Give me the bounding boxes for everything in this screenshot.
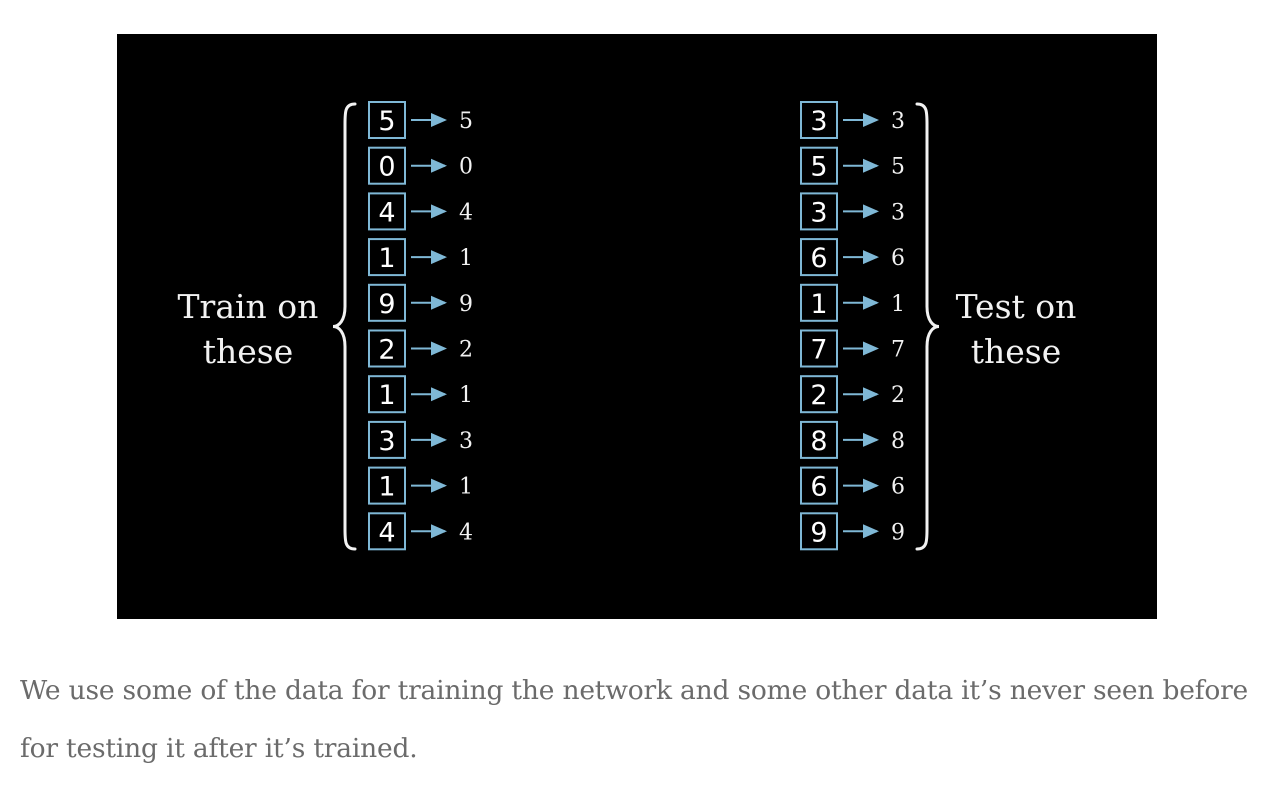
train-brace [332, 102, 357, 551]
train-image-digit: 1 [378, 380, 395, 411]
test-image-box [800, 375, 838, 414]
train-label: 9 [459, 292, 473, 317]
train-image-digit: 1 [378, 243, 395, 274]
train-image-box [368, 466, 406, 505]
test-image-box [800, 512, 838, 551]
train-label: 1 [459, 383, 473, 408]
train-label: 4 [459, 200, 473, 225]
train-label: 0 [459, 155, 473, 180]
train-label: 1 [459, 246, 473, 271]
test-image-digit: 6 [810, 243, 827, 274]
test-label: 6 [891, 246, 905, 271]
train-image-box [368, 146, 406, 185]
test-image-box [800, 238, 838, 277]
train-image-box [368, 420, 406, 459]
train-label: 3 [459, 429, 473, 454]
test-image-digit: 6 [810, 472, 827, 503]
train-image-digit: 3 [378, 426, 395, 457]
train-label-line-1: Train on [177, 287, 319, 326]
test-image-box [800, 466, 838, 505]
train-image-digit: 2 [378, 335, 395, 366]
test-image-digit: 3 [810, 106, 827, 137]
train-image-box [368, 512, 406, 551]
test-image-digit: 8 [810, 426, 827, 457]
test-label: 5 [891, 155, 905, 180]
train-image-digit: 4 [378, 197, 395, 228]
train-label: Train on these [163, 284, 333, 374]
test-label: 3 [891, 109, 905, 134]
train-label: 4 [459, 520, 473, 545]
train-label: 5 [459, 109, 473, 134]
train-image-box [368, 101, 406, 139]
test-image-digit: 3 [810, 197, 827, 228]
test-image-digit: 7 [810, 335, 827, 366]
test-label: 7 [891, 338, 905, 363]
test-image-box [800, 283, 838, 322]
figure-caption: We use some of the data for training the… [20, 675, 1249, 764]
test-label-line-2: these [970, 332, 1062, 371]
test-image-box [800, 192, 838, 231]
test-label: 1 [891, 292, 905, 317]
train-label-line-2: these [202, 332, 294, 371]
train-image-digit: 9 [378, 289, 395, 320]
train-image-box [368, 238, 406, 277]
train-image-box [368, 283, 406, 322]
test-label-line-1: Test on [955, 287, 1077, 326]
test-brace [915, 102, 940, 551]
train-test-diagram: 5 5 0 0 4 4 1 1 9 9 2 2 1 1 3 3 1 1 4 4 3 3 5 5 3 3 6 6 1 1 7 7 2 2 8 8 6 6 9 9… [117, 34, 1157, 619]
train-image-box [368, 192, 406, 231]
train-label: 2 [459, 338, 473, 363]
test-label: 2 [891, 383, 905, 408]
test-image-box [800, 146, 838, 185]
test-image-digit: 9 [810, 517, 827, 548]
train-image-digit: 5 [378, 106, 395, 137]
test-image-digit: 2 [810, 380, 827, 411]
test-label: 8 [891, 429, 905, 454]
train-image-digit: 0 [378, 152, 395, 183]
train-label: 1 [459, 475, 473, 500]
test-image-digit: 5 [810, 152, 827, 183]
train-image-digit: 1 [378, 472, 395, 503]
test-image-digit: 1 [810, 289, 827, 320]
test-label: 9 [891, 520, 905, 545]
test-label: 6 [891, 475, 905, 500]
test-label: 3 [891, 200, 905, 225]
train-image-digit: 4 [378, 517, 395, 548]
train-image-box [368, 375, 406, 414]
test-label: Test on these [931, 284, 1101, 374]
diagram-canvas: 5 5 0 0 4 4 1 1 9 9 2 2 1 1 3 3 1 1 4 4 3 3 5 5 3 3 6 6 1 1 7 7 2 2 8 8 6 6 9 9 [332, 101, 940, 551]
test-image-box [800, 329, 838, 368]
train-image-box [368, 329, 406, 368]
test-image-box [800, 420, 838, 459]
test-image-box [800, 101, 838, 139]
